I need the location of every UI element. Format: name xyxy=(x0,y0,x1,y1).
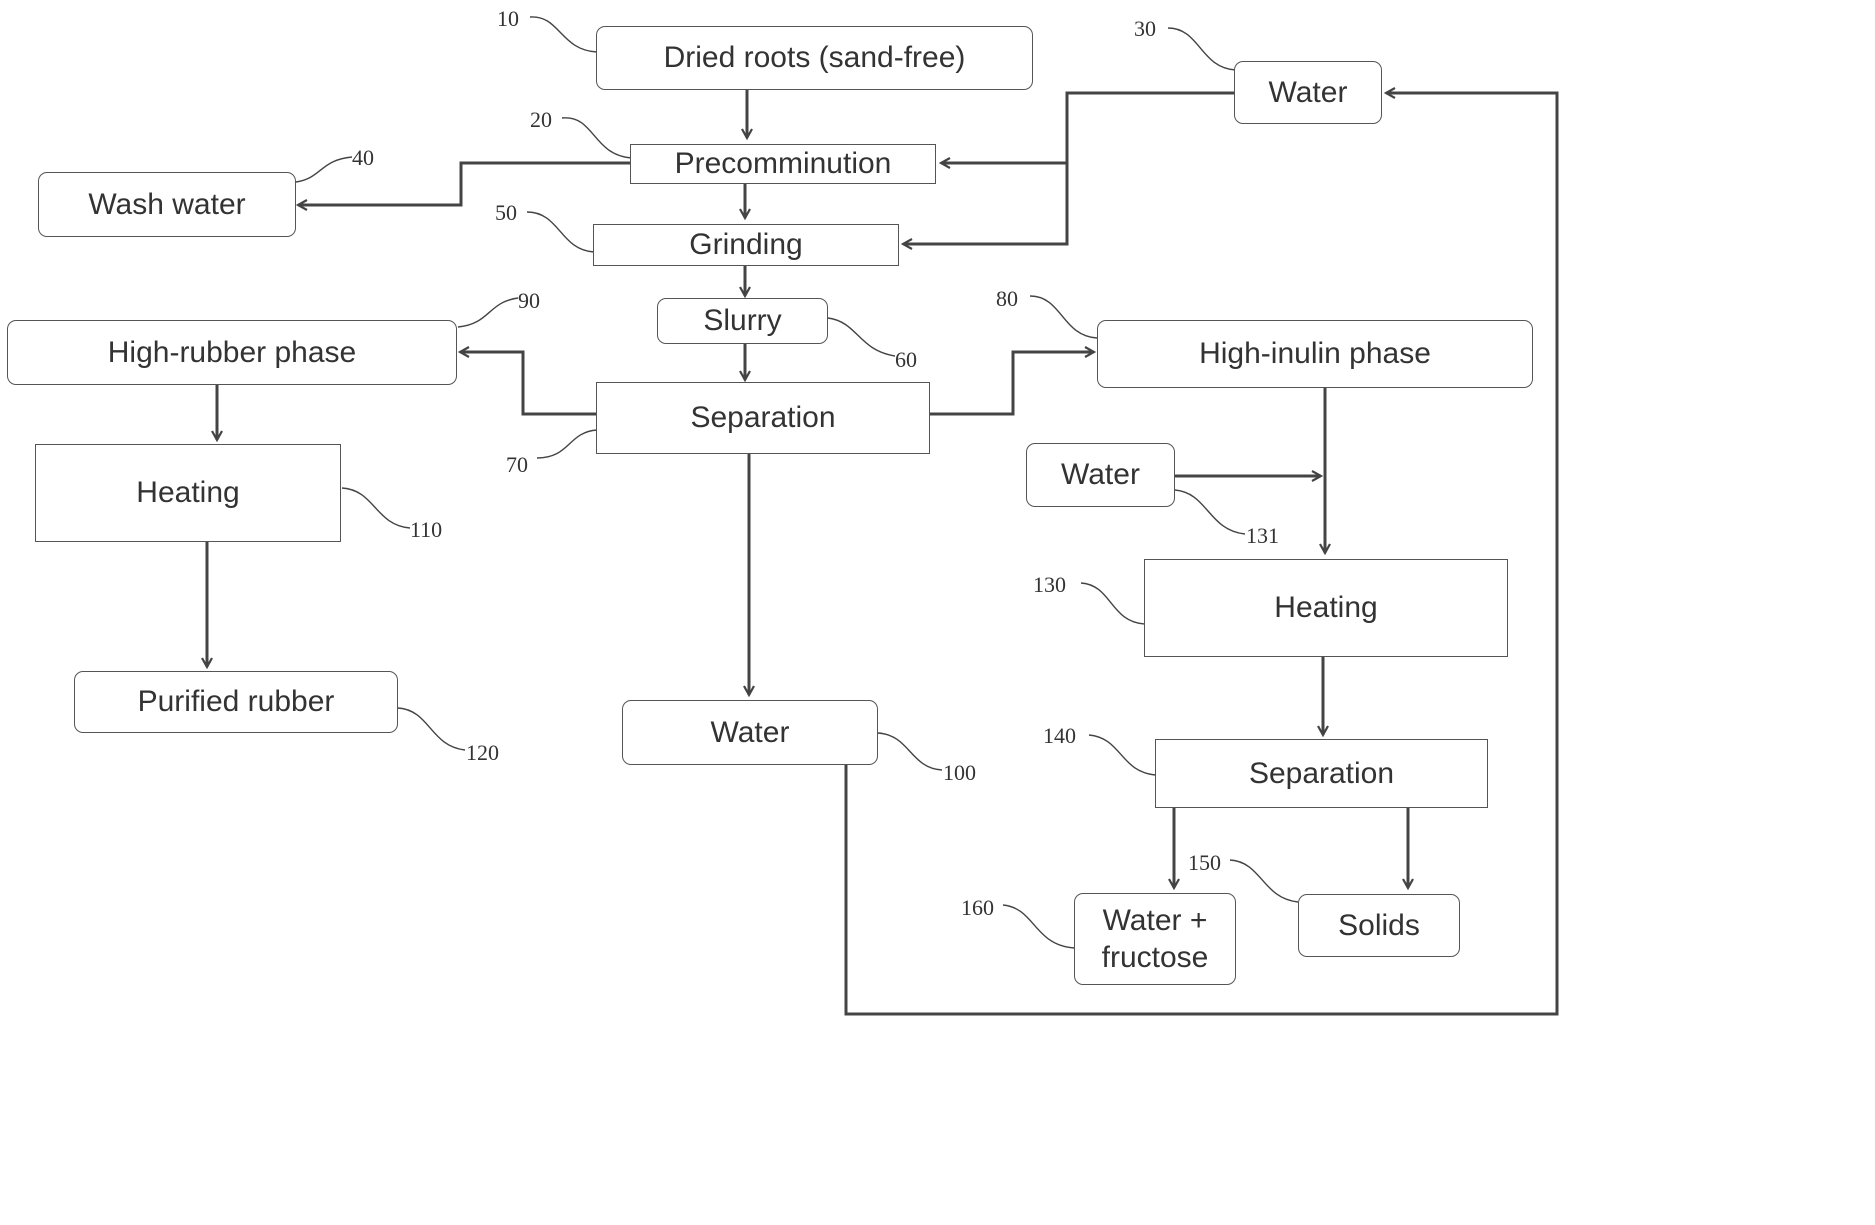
ref-110: 110 xyxy=(410,517,442,543)
leader-130 xyxy=(1081,583,1145,624)
leader-70 xyxy=(537,430,597,458)
ref-60: 60 xyxy=(895,347,917,373)
leader-90 xyxy=(458,298,518,327)
label-purified-rubber: Purified rubber xyxy=(138,683,335,721)
box-wash-water: Wash water xyxy=(38,172,296,237)
box-grinding: Grinding xyxy=(593,224,899,266)
ref-150: 150 xyxy=(1188,850,1221,876)
ref-90: 90 xyxy=(518,288,540,314)
ref-70: 70 xyxy=(506,452,528,478)
box-purified-rubber: Purified rubber xyxy=(74,671,398,733)
ref-131: 131 xyxy=(1246,523,1279,549)
label-dried-roots: Dried roots (sand-free) xyxy=(664,39,966,77)
label-high-inulin-phase: High-inulin phase xyxy=(1199,335,1431,373)
process-flow-diagram: Dried roots (sand-free) Water Precomminu… xyxy=(0,0,1568,1022)
box-separation-main: Separation xyxy=(596,382,930,454)
box-water-131: Water xyxy=(1026,443,1175,507)
leader-160 xyxy=(1003,905,1074,948)
label-solids: Solids xyxy=(1338,907,1420,945)
leader-60 xyxy=(828,318,895,356)
arrow-separation-to-high-rubber xyxy=(460,352,596,414)
ref-40: 40 xyxy=(352,145,374,171)
label-heating-left: Heating xyxy=(136,474,239,512)
leader-110 xyxy=(342,488,410,528)
box-slurry: Slurry xyxy=(657,298,828,344)
box-separation-right: Separation xyxy=(1155,739,1488,808)
box-high-inulin-phase: High-inulin phase xyxy=(1097,320,1533,388)
label-separation-main: Separation xyxy=(690,399,835,437)
label-heating-right: Heating xyxy=(1274,589,1377,627)
label-water-100: Water xyxy=(711,714,790,752)
leader-20 xyxy=(562,118,632,158)
box-heating-left: Heating xyxy=(35,444,341,542)
leader-80 xyxy=(1030,296,1097,338)
box-water-fructose: Water + fructose xyxy=(1074,893,1236,985)
label-water-fructose-line2: fructose xyxy=(1102,939,1209,977)
box-precomminution: Precomminution xyxy=(630,144,936,184)
ref-50: 50 xyxy=(495,200,517,226)
label-separation-right: Separation xyxy=(1249,755,1394,793)
box-heating-right: Heating xyxy=(1144,559,1508,657)
ref-140: 140 xyxy=(1043,723,1076,749)
box-high-rubber-phase: High-rubber phase xyxy=(7,320,457,385)
ref-100: 100 xyxy=(943,760,976,786)
ref-80: 80 xyxy=(996,286,1018,312)
box-solids: Solids xyxy=(1298,894,1460,957)
ref-10: 10 xyxy=(497,6,519,32)
ref-130: 130 xyxy=(1033,572,1066,598)
leader-100 xyxy=(878,733,942,770)
label-wash-water: Wash water xyxy=(88,186,245,224)
leader-140 xyxy=(1089,735,1156,775)
box-water-30: Water xyxy=(1234,61,1382,124)
box-water-100: Water xyxy=(622,700,878,765)
ref-20: 20 xyxy=(530,107,552,133)
ref-160: 160 xyxy=(961,895,994,921)
box-dried-roots: Dried roots (sand-free) xyxy=(596,26,1033,90)
leader-40 xyxy=(296,157,352,182)
leader-30 xyxy=(1168,28,1236,70)
arrow-water-to-precomminution xyxy=(941,93,1234,163)
arrow-separation-to-high-inulin xyxy=(930,352,1094,414)
leader-120 xyxy=(398,708,465,750)
label-grinding: Grinding xyxy=(689,226,802,264)
label-water-fructose-line1: Water + xyxy=(1103,902,1208,940)
leader-50 xyxy=(527,212,594,252)
label-precomminution: Precomminution xyxy=(675,145,892,183)
arrow-precomminution-to-wash-water xyxy=(298,163,630,205)
label-water-131: Water xyxy=(1061,456,1140,494)
ref-120: 120 xyxy=(466,740,499,766)
label-slurry: Slurry xyxy=(703,302,781,340)
leader-150 xyxy=(1230,860,1298,902)
leader-131 xyxy=(1175,490,1245,534)
ref-30: 30 xyxy=(1134,16,1156,42)
leader-10 xyxy=(530,17,597,52)
label-water-30: Water xyxy=(1269,74,1348,112)
label-high-rubber-phase: High-rubber phase xyxy=(108,334,356,372)
